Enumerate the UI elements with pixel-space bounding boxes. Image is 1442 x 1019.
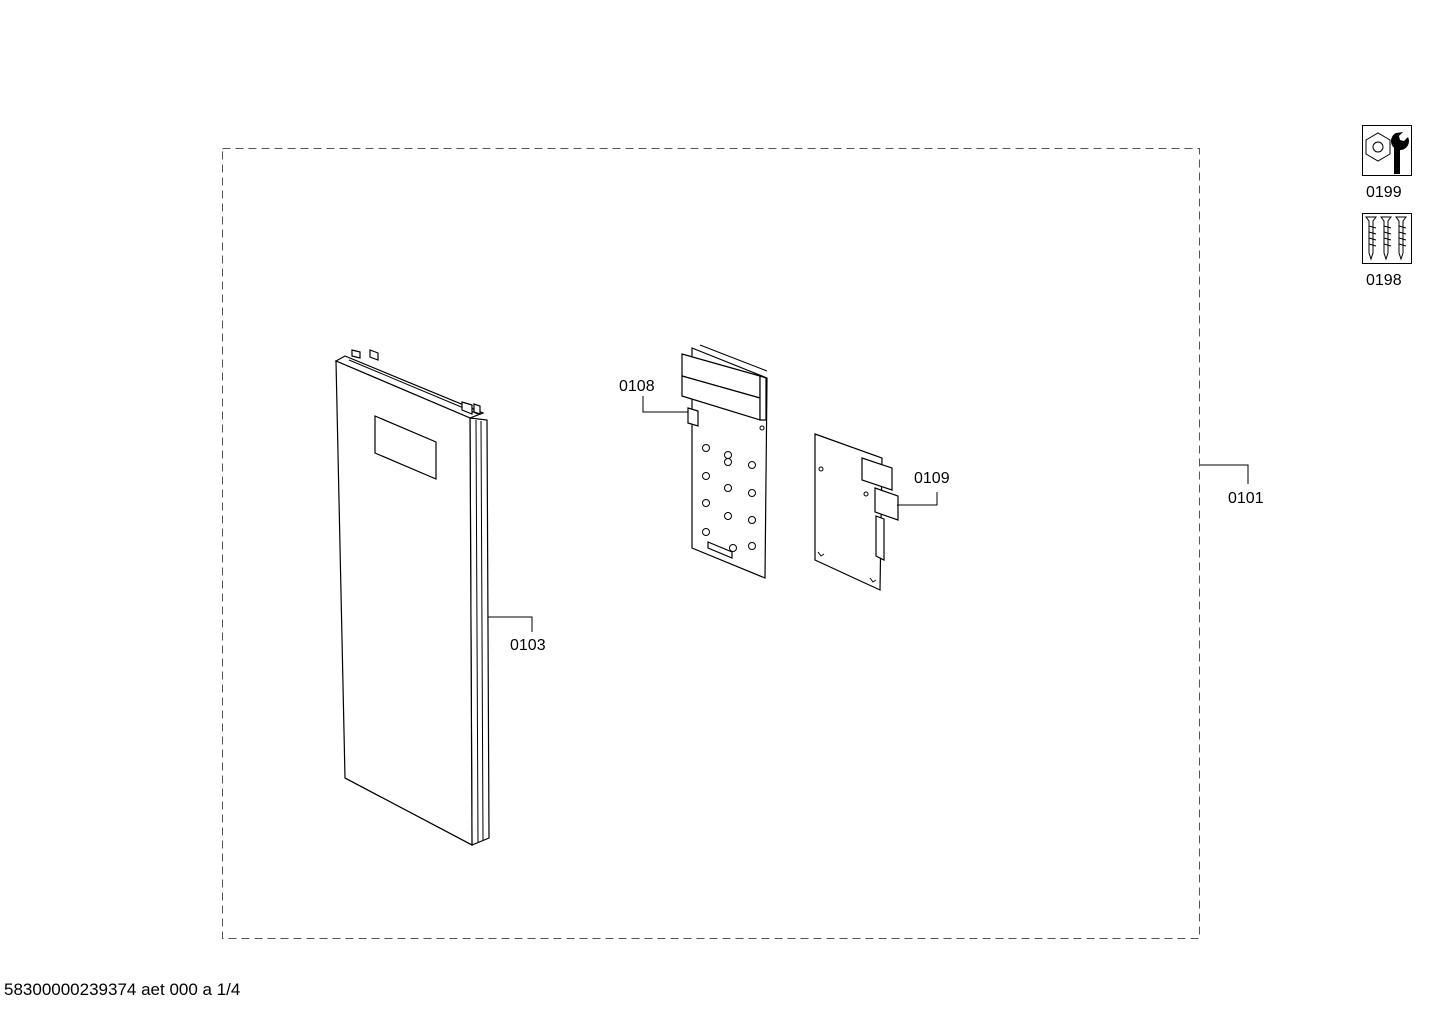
- leader-0103: [488, 616, 533, 632]
- label-door[interactable]: 0103: [510, 637, 546, 654]
- control-board[interactable]: [681, 344, 768, 579]
- label-module-board[interactable]: 0109: [914, 470, 950, 487]
- wrench-nut-icon[interactable]: [1362, 125, 1412, 176]
- label-assembly[interactable]: 0101: [1228, 490, 1264, 507]
- button-dots: [702, 444, 756, 552]
- label-control-board[interactable]: 0108: [619, 378, 655, 395]
- label-screw-kit[interactable]: 0198: [1366, 272, 1402, 289]
- door-panel[interactable]: [334, 349, 490, 846]
- assembly-boundary: [222, 148, 1200, 939]
- module-board[interactable]: [814, 433, 899, 591]
- leader-0109: [897, 492, 938, 506]
- leader-0101: [1200, 464, 1249, 484]
- screws-icon[interactable]: [1362, 213, 1412, 264]
- leader-0108: [642, 396, 688, 413]
- document-footer-id: 58300000239374 aet 000 a 1/4: [4, 980, 241, 999]
- label-tool-kit[interactable]: 0199: [1366, 184, 1402, 201]
